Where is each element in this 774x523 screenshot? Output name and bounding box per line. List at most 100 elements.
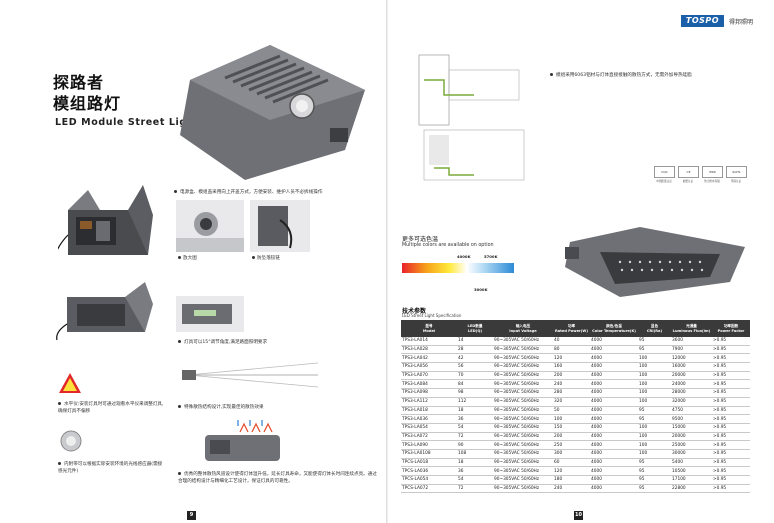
- table-cell: 98: [457, 388, 493, 398]
- table-cell: 100: [638, 432, 671, 442]
- product-title-en: LED Module Street Light: [55, 117, 200, 128]
- table-cell: TPCS-LA054: [401, 475, 457, 485]
- table-cell: 95: [638, 345, 671, 355]
- table-cell: 40: [553, 337, 590, 346]
- caption-hinge: 防坠落铰链: [252, 255, 280, 261]
- table-cell: 90~305VAC 50/60Hz: [493, 458, 553, 468]
- cert-label-1: 中国质量认证: [656, 180, 672, 183]
- table-cell: 5400: [671, 458, 712, 468]
- table-cell: 4000: [590, 379, 638, 390]
- table-cell: TPS3-LA090: [401, 440, 457, 450]
- table-cell: 200: [553, 432, 590, 442]
- table-cell: >0.95: [712, 466, 750, 476]
- spec-title: 技术参数: [402, 308, 427, 315]
- color-options-subtitle: Multiple colors are available on option: [402, 243, 494, 248]
- table-cell: TPS3-LA018: [401, 406, 457, 416]
- table-cell: 72: [457, 432, 493, 442]
- table-cell: TPS3-LA056: [401, 362, 457, 372]
- table-cell: >0.95: [712, 406, 750, 416]
- page-fold: [386, 0, 388, 523]
- title-line-2: 模组路灯: [53, 94, 122, 113]
- table-cell: TPS3-LA028: [401, 345, 457, 355]
- table-cell: 90: [457, 440, 493, 450]
- table-cell: 4000: [590, 458, 638, 468]
- table-cell: 150: [553, 423, 590, 433]
- feature-angle-note: 灯具可以15°调节角度,满足路面照明要求: [178, 340, 378, 347]
- table-cell: 70: [457, 371, 493, 381]
- table-cell: 95: [638, 414, 671, 424]
- table-cell: >0.95: [712, 388, 750, 398]
- table-cell: 18: [457, 406, 493, 416]
- table-cell: 56: [457, 362, 493, 372]
- table-cell: 4000: [590, 423, 638, 433]
- cert-icon-4: RoHS: [726, 166, 747, 178]
- page-number-right: 10: [574, 511, 583, 520]
- table-cell: 100: [638, 388, 671, 398]
- table-cell: 4750: [671, 406, 712, 416]
- table-cell: 4000: [590, 432, 638, 442]
- color-temp-3000: 3000K: [474, 287, 488, 292]
- table-cell: 90~305VAC 50/60Hz: [493, 337, 553, 346]
- table-cell: 95: [638, 458, 671, 468]
- table-cell: 32000: [671, 397, 712, 407]
- table-cell: TPS3-LA054: [401, 423, 457, 433]
- table-cell: 4000: [590, 371, 638, 381]
- table-cell: 72: [457, 484, 493, 494]
- table-cell: 95: [638, 484, 671, 494]
- table-cell: >0.95: [712, 345, 750, 355]
- street-light-hero-image: [180, 45, 365, 180]
- hinge-detail-photo: [250, 200, 310, 252]
- table-cell: 108: [457, 449, 493, 459]
- caption-zoom: 放大图: [178, 255, 197, 261]
- table-cell: 36: [457, 414, 493, 424]
- table-cell: 100: [553, 414, 590, 424]
- feature-sensor: 内附带可以根据实际安装环境的光线感应器(需接感光元件): [58, 462, 163, 474]
- table-cell: TPCS-LA018: [401, 458, 457, 468]
- cert-label-3: 防尘防水等级: [704, 180, 720, 183]
- table-cell: TPS3-LA0108: [401, 449, 457, 459]
- table-cell: 95: [638, 406, 671, 416]
- title-line-1: 探路者: [53, 73, 105, 92]
- table-cell: 320: [553, 397, 590, 407]
- feature-cooling: 优秀的整体散热风道设计使得灯体温升低，延长灯具寿命，又能使得灯体长时间连续点亮。…: [178, 472, 377, 484]
- tospo-logo: TOSPO: [681, 15, 724, 27]
- table-cell: 100: [638, 353, 671, 364]
- table-cell: TPCS-LA036: [401, 466, 457, 476]
- opened-fixture-image: [58, 185, 153, 255]
- table-cell: >0.95: [712, 371, 750, 381]
- table-cell: 36: [457, 466, 493, 476]
- table-cell: 50: [553, 406, 590, 416]
- light-sensor-icon: [60, 430, 82, 452]
- table-cell: 28: [457, 345, 493, 355]
- table-cell: 28000: [671, 388, 712, 398]
- table-cell: 16000: [671, 362, 712, 372]
- zoom-detail-photo: [176, 200, 244, 252]
- table-cell: 54: [457, 475, 493, 485]
- table-cell: 95: [638, 337, 671, 346]
- table-cell: 10500: [671, 466, 712, 476]
- table-cell: 240: [553, 379, 590, 390]
- table-cell: 17100: [671, 475, 712, 485]
- product-title: 探路者 模组路灯: [53, 72, 121, 114]
- heat-dissipation-image: [205, 420, 280, 461]
- table-cell: 100: [638, 379, 671, 390]
- table-cell: 4000: [590, 397, 638, 407]
- table-cell: TPS3-LA098: [401, 388, 457, 398]
- table-cell: >0.95: [712, 379, 750, 390]
- table-cell: 4000: [590, 484, 638, 494]
- table-cell: 20000: [671, 371, 712, 381]
- table-cell: 100: [638, 362, 671, 372]
